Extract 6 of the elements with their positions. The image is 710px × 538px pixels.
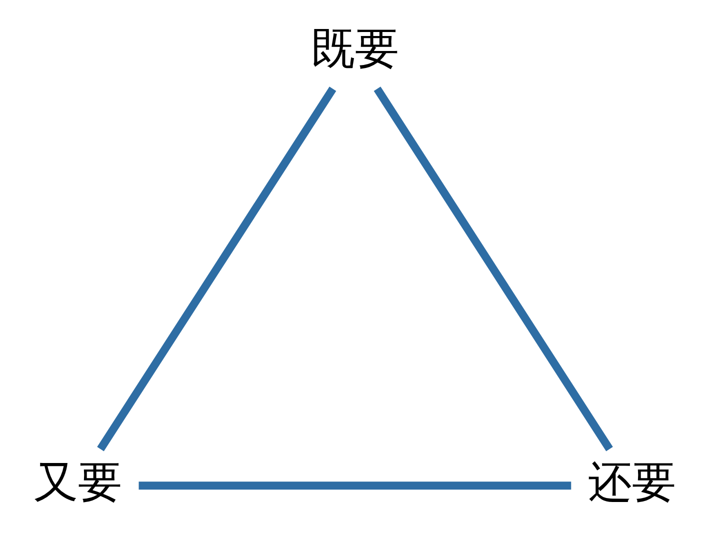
node-text: 既要: [311, 24, 399, 75]
connector: [138, 482, 572, 490]
connector: [374, 86, 613, 452]
connector: [97, 86, 336, 452]
node-text: 又要: [34, 456, 122, 508]
node-text: 还要: [588, 456, 676, 508]
